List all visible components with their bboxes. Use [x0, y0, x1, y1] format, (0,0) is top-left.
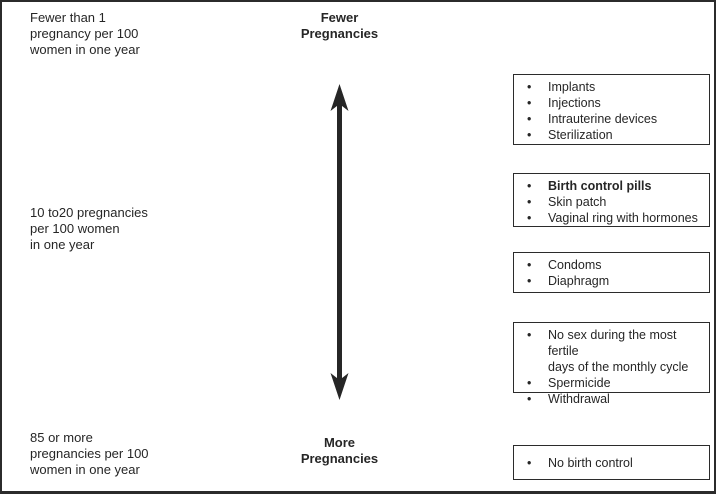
method-item: • No birth control — [523, 455, 707, 471]
method-item: • Spermicide — [523, 375, 707, 391]
method-label: No sex during the most fertile days of t… — [548, 328, 689, 374]
method-label: Spermicide — [548, 376, 611, 390]
bullet-icon: • — [527, 258, 532, 272]
method-label: No birth control — [548, 456, 633, 470]
method-item: • Implants — [523, 79, 707, 95]
method-item: • Sterilization — [523, 127, 707, 143]
method-item: • Intrauterine devices — [523, 111, 707, 127]
method-item: • Birth control pills — [523, 178, 707, 194]
scale-bottom-label: More Pregnancies — [300, 435, 379, 466]
bullet-icon: • — [527, 128, 532, 142]
bullet-icon: • — [527, 112, 532, 126]
bullet-icon: • — [527, 179, 532, 193]
method-label: Implants — [548, 80, 596, 94]
method-label: Vaginal ring with hormones — [548, 211, 698, 225]
method-item: • Skin patch — [523, 194, 707, 210]
method-item: • Diaphragm — [523, 273, 707, 289]
method-box-pills-group: • Birth control pills • Skin patch • Vag… — [513, 173, 710, 227]
bullet-icon: • — [527, 80, 532, 94]
method-box-none-group: • No birth control — [513, 445, 710, 480]
bullet-icon: • — [527, 328, 532, 342]
arrow-up-head — [330, 84, 349, 111]
arrow-down-head — [330, 373, 349, 400]
method-label: Withdrawal — [548, 392, 610, 406]
method-item: • No sex during the most fertile days of… — [523, 327, 707, 375]
bullet-icon: • — [527, 456, 532, 470]
bullet-icon: • — [527, 376, 532, 390]
bullet-icon: • — [527, 96, 532, 110]
bullet-icon: • — [527, 274, 532, 288]
method-label: Sterilization — [548, 128, 613, 142]
scale-top-label: Fewer Pregnancies — [300, 10, 379, 41]
method-item: • Vaginal ring with hormones — [523, 210, 707, 226]
method-item: • Withdrawal — [523, 391, 707, 407]
method-label: Intrauterine devices — [548, 112, 658, 126]
bullet-icon: • — [527, 392, 532, 406]
method-label: Birth control pills — [548, 179, 652, 193]
rate-label-fewer-than-1: Fewer than 1 pregnancy per 100 women in … — [30, 10, 140, 57]
method-label: Condoms — [548, 258, 602, 272]
bullet-icon: • — [527, 195, 532, 209]
method-label: Skin patch — [548, 195, 607, 209]
method-item: • Condoms — [523, 257, 707, 273]
rate-label-10-to-20: 10 to20 pregnancies per 100 women in one… — [30, 205, 148, 252]
arrow-shaft — [337, 104, 342, 380]
method-item: • Injections — [523, 95, 707, 111]
method-label: Diaphragm — [548, 274, 610, 288]
method-box-barrier-group: • Condoms • Diaphragm — [513, 252, 710, 293]
rate-label-85-or-more: 85 or more pregnancies per 100 women in … — [30, 430, 149, 477]
method-box-implants-group: • Implants • Injections • Intrauterine d… — [513, 74, 710, 145]
method-label: Injections — [548, 96, 601, 110]
effectiveness-arrow — [330, 84, 349, 400]
method-box-behavioral-group: • No sex during the most fertile days of… — [513, 322, 710, 406]
bullet-icon: • — [527, 211, 532, 225]
